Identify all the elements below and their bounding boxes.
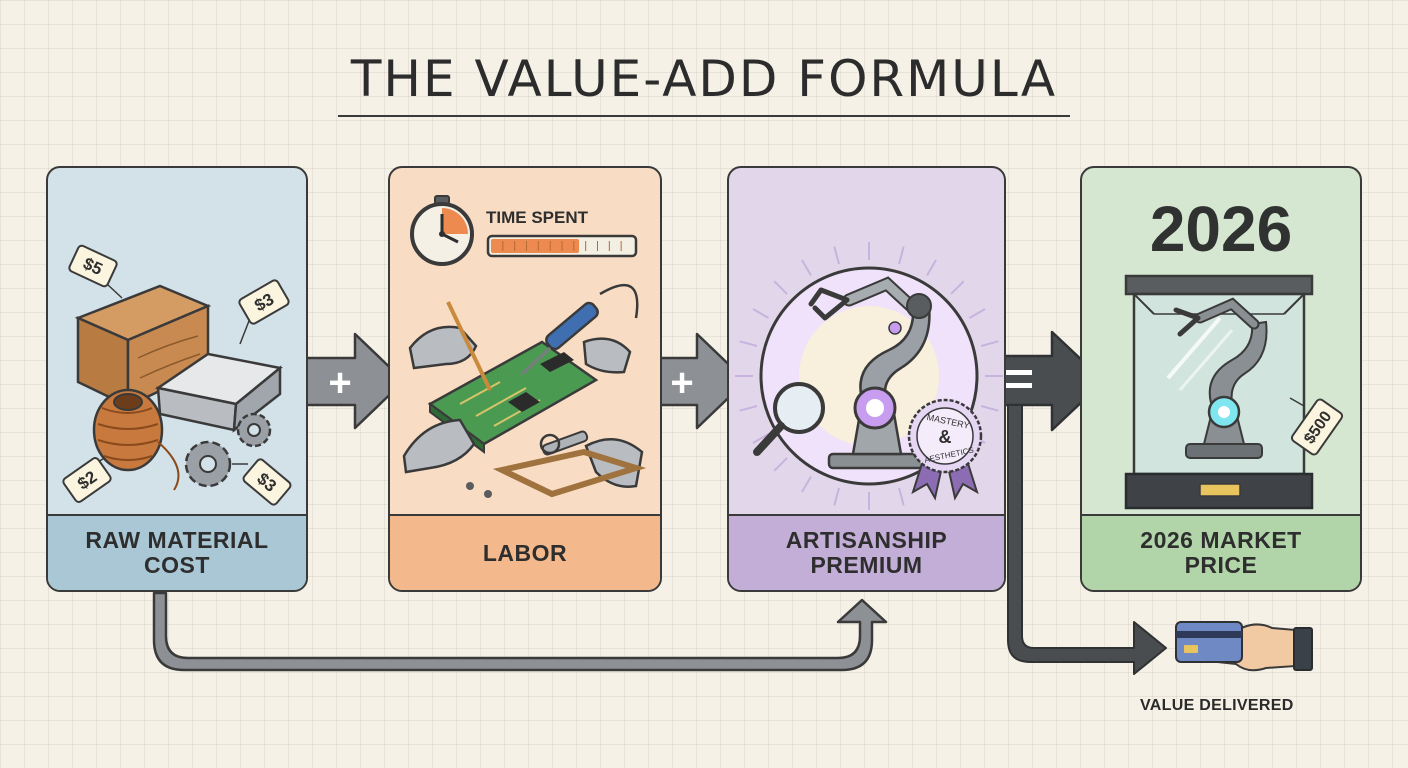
price-tag-5: $5 (68, 244, 123, 299)
gear-icon (184, 412, 272, 488)
magnifying-glass-icon (753, 382, 825, 456)
glow-ray (968, 308, 986, 319)
glow-ray (801, 259, 812, 277)
price-tag-3-bottom: $3 (232, 458, 292, 506)
screw-icon (484, 490, 492, 498)
value-delivered-arrow (1007, 404, 1167, 675)
metal-ingot-icon (154, 352, 283, 433)
glow-ray (898, 246, 905, 265)
raw-material-footer: RAW MATERIAL COST (48, 514, 306, 590)
glow-ray (898, 487, 905, 506)
price-tag-2: $2 (62, 457, 112, 503)
stopwatch-icon (410, 195, 474, 266)
soldering-iron-icon (520, 283, 639, 376)
badge-mid-text: & (939, 427, 952, 447)
time-progress-ticks (502, 241, 622, 251)
gloved-hand-icon (582, 337, 632, 374)
price-tag-3-top: $3 (238, 279, 290, 345)
glow-ray (773, 457, 788, 472)
labor-footer: LABOR (390, 514, 660, 590)
glow-ray (752, 308, 770, 319)
screw-icon (466, 482, 474, 490)
raw-materials-illustration: $5 $3 $2 $3 (62, 244, 292, 506)
glow-ray (801, 475, 812, 493)
mastery-badge-icon: MASTERY & AESTHETICS (907, 398, 983, 501)
labor-illustration (402, 195, 647, 498)
plus-operator-2: + (670, 361, 693, 405)
artisanship-footer: ARTISANSHIP PREMIUM (729, 514, 1004, 590)
glow-ray (752, 433, 770, 444)
raw-to-artisanship-arrow (152, 591, 888, 672)
glow-ray (950, 280, 965, 295)
artisanship-card: MASTERY & AESTHETICS ARTISANSHIP PREMIUM (727, 166, 1006, 592)
gloved-hand-icon (408, 325, 478, 370)
artisanship-illustration: MASTERY & AESTHETICS (735, 242, 1003, 510)
tweezers-icon (446, 301, 492, 391)
gloved-hand-icon (402, 418, 476, 474)
diagram-title: THE VALUE-ADD FORMULA (350, 50, 1058, 108)
wire-spool-icon (92, 388, 180, 491)
market-price-card: 2026 $500 2026 MAR (1080, 166, 1362, 592)
artisanship-label: ARTISANSHIP PREMIUM (785, 527, 948, 578)
time-progress-fill (491, 239, 580, 253)
glow-ray (980, 340, 999, 347)
ornate-robot-arm-icon (808, 276, 932, 470)
value-delivered-label: VALUE DELIVERED (1140, 697, 1294, 714)
plus-arrow-2: + (639, 332, 748, 430)
wrench-icon (539, 430, 589, 456)
robot-arm-icon (1173, 297, 1268, 459)
market-price-label: 2026 MARKET PRICE (1140, 527, 1302, 578)
price-tag-500: $500 (1289, 397, 1344, 456)
glow-ray (833, 487, 840, 506)
glow-ray (833, 246, 840, 265)
labor-card: TIME SPENT (388, 166, 662, 592)
market-price-footer: 2026 MARKET PRICE (1082, 514, 1360, 590)
title-underline (338, 115, 1070, 117)
raw-material-card: $5 $3 $2 $3 RAW MATERIAL COST (46, 166, 308, 592)
wood-block-icon (74, 284, 212, 408)
glow-ray (739, 405, 758, 412)
plus-operator-1: + (328, 361, 351, 405)
payment-card-hand-icon (1175, 621, 1313, 672)
time-spent-label: TIME SPENT (486, 208, 589, 227)
glow-ray (926, 259, 937, 277)
raw-material-label: RAW MATERIAL COST (85, 527, 269, 578)
wood-frame-icon (492, 448, 647, 498)
labor-label: LABOR (482, 539, 568, 566)
glow-ray (980, 405, 999, 412)
glow-ray (739, 340, 758, 347)
year-heading: 2026 (1149, 193, 1293, 265)
glow-ray (773, 280, 788, 295)
display-case-illustration: $500 (1124, 274, 1344, 510)
